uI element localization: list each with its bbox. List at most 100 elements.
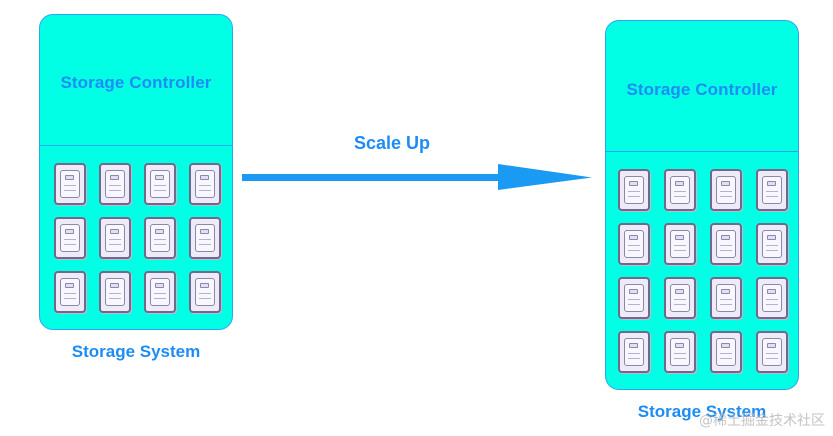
disk-platter <box>195 224 215 252</box>
hard-disk-icon <box>710 331 742 373</box>
hard-disk-icon <box>710 277 742 319</box>
watermark: @稀土掘金技术社区 <box>699 413 825 429</box>
disk-slot <box>110 283 119 288</box>
hard-disk-icon <box>144 217 176 259</box>
disk-line <box>154 239 166 240</box>
disk-platter <box>670 230 690 258</box>
right-controller-label: Storage Controller <box>626 80 778 99</box>
disk-line <box>674 358 686 359</box>
disk-slot <box>767 289 776 294</box>
disk-line <box>154 298 166 299</box>
disk-line <box>199 298 211 299</box>
disk-line <box>199 244 211 245</box>
disk-line <box>766 304 778 305</box>
disk-line <box>628 358 640 359</box>
disk-line <box>154 244 166 245</box>
disk-line <box>766 191 778 192</box>
disk-slot <box>65 229 74 234</box>
disk-slot <box>721 343 730 348</box>
hard-disk-icon <box>756 223 788 265</box>
hard-disk-icon <box>618 169 650 211</box>
disk-platter <box>105 278 125 306</box>
disk-line <box>64 185 76 186</box>
hard-disk-icon <box>664 223 696 265</box>
disk-line <box>628 353 640 354</box>
disk-platter <box>762 338 782 366</box>
disk-slot <box>721 181 730 186</box>
disk-line <box>720 358 732 359</box>
hard-disk-icon <box>710 223 742 265</box>
left-controller-label: Storage Controller <box>60 73 212 92</box>
disk-line <box>766 299 778 300</box>
disk-line <box>64 190 76 191</box>
disk-slot <box>675 235 684 240</box>
disk-line <box>109 190 121 191</box>
disk-line <box>109 244 121 245</box>
disk-line <box>628 250 640 251</box>
disk-platter <box>624 284 644 312</box>
disk-platter <box>716 284 736 312</box>
arrow-shaft <box>242 174 504 181</box>
disk-line <box>720 353 732 354</box>
disk-platter <box>670 176 690 204</box>
hard-disk-icon <box>618 277 650 319</box>
disk-line <box>109 239 121 240</box>
disk-platter <box>60 170 80 198</box>
disk-slot <box>767 343 776 348</box>
disk-line <box>199 185 211 186</box>
disk-line <box>199 190 211 191</box>
disk-slot <box>110 175 119 180</box>
disk-platter <box>150 170 170 198</box>
disk-line <box>674 304 686 305</box>
hard-disk-icon <box>144 271 176 313</box>
disk-line <box>154 190 166 191</box>
hard-disk-icon <box>54 217 86 259</box>
disk-platter <box>624 230 644 258</box>
disk-slot <box>65 283 74 288</box>
hard-disk-icon <box>54 163 86 205</box>
disk-platter <box>762 176 782 204</box>
disk-line <box>109 185 121 186</box>
scale-up-label: Scale Up <box>353 133 431 153</box>
disk-slot <box>200 175 209 180</box>
hard-disk-icon <box>618 223 650 265</box>
left-storage-controller: Storage Controller <box>40 15 232 146</box>
disk-line <box>766 196 778 197</box>
disk-platter <box>195 170 215 198</box>
disk-slot <box>200 229 209 234</box>
right-storage-system: Storage Controller <box>605 20 799 390</box>
disk-line <box>766 358 778 359</box>
disk-slot <box>200 283 209 288</box>
disk-line <box>199 239 211 240</box>
hard-disk-icon <box>99 271 131 313</box>
disk-platter <box>624 338 644 366</box>
left-disk-grid <box>54 163 221 313</box>
hard-disk-icon <box>756 331 788 373</box>
disk-platter <box>762 230 782 258</box>
disk-slot <box>629 343 638 348</box>
disk-platter <box>105 170 125 198</box>
disk-line <box>720 250 732 251</box>
disk-line <box>628 304 640 305</box>
disk-line <box>64 293 76 294</box>
disk-line <box>628 245 640 246</box>
disk-line <box>199 293 211 294</box>
hard-disk-icon <box>189 271 221 313</box>
disk-slot <box>629 289 638 294</box>
disk-platter <box>670 338 690 366</box>
disk-line <box>766 245 778 246</box>
hard-disk-icon <box>189 217 221 259</box>
disk-slot <box>675 181 684 186</box>
hard-disk-icon <box>99 163 131 205</box>
disk-line <box>766 353 778 354</box>
disk-platter <box>716 230 736 258</box>
disk-slot <box>629 181 638 186</box>
hard-disk-icon <box>756 277 788 319</box>
disk-line <box>720 196 732 197</box>
disk-line <box>720 304 732 305</box>
right-system-label: Storage System <box>637 402 767 421</box>
disk-line <box>674 245 686 246</box>
disk-platter <box>150 224 170 252</box>
disk-platter <box>716 176 736 204</box>
hard-disk-icon <box>99 217 131 259</box>
